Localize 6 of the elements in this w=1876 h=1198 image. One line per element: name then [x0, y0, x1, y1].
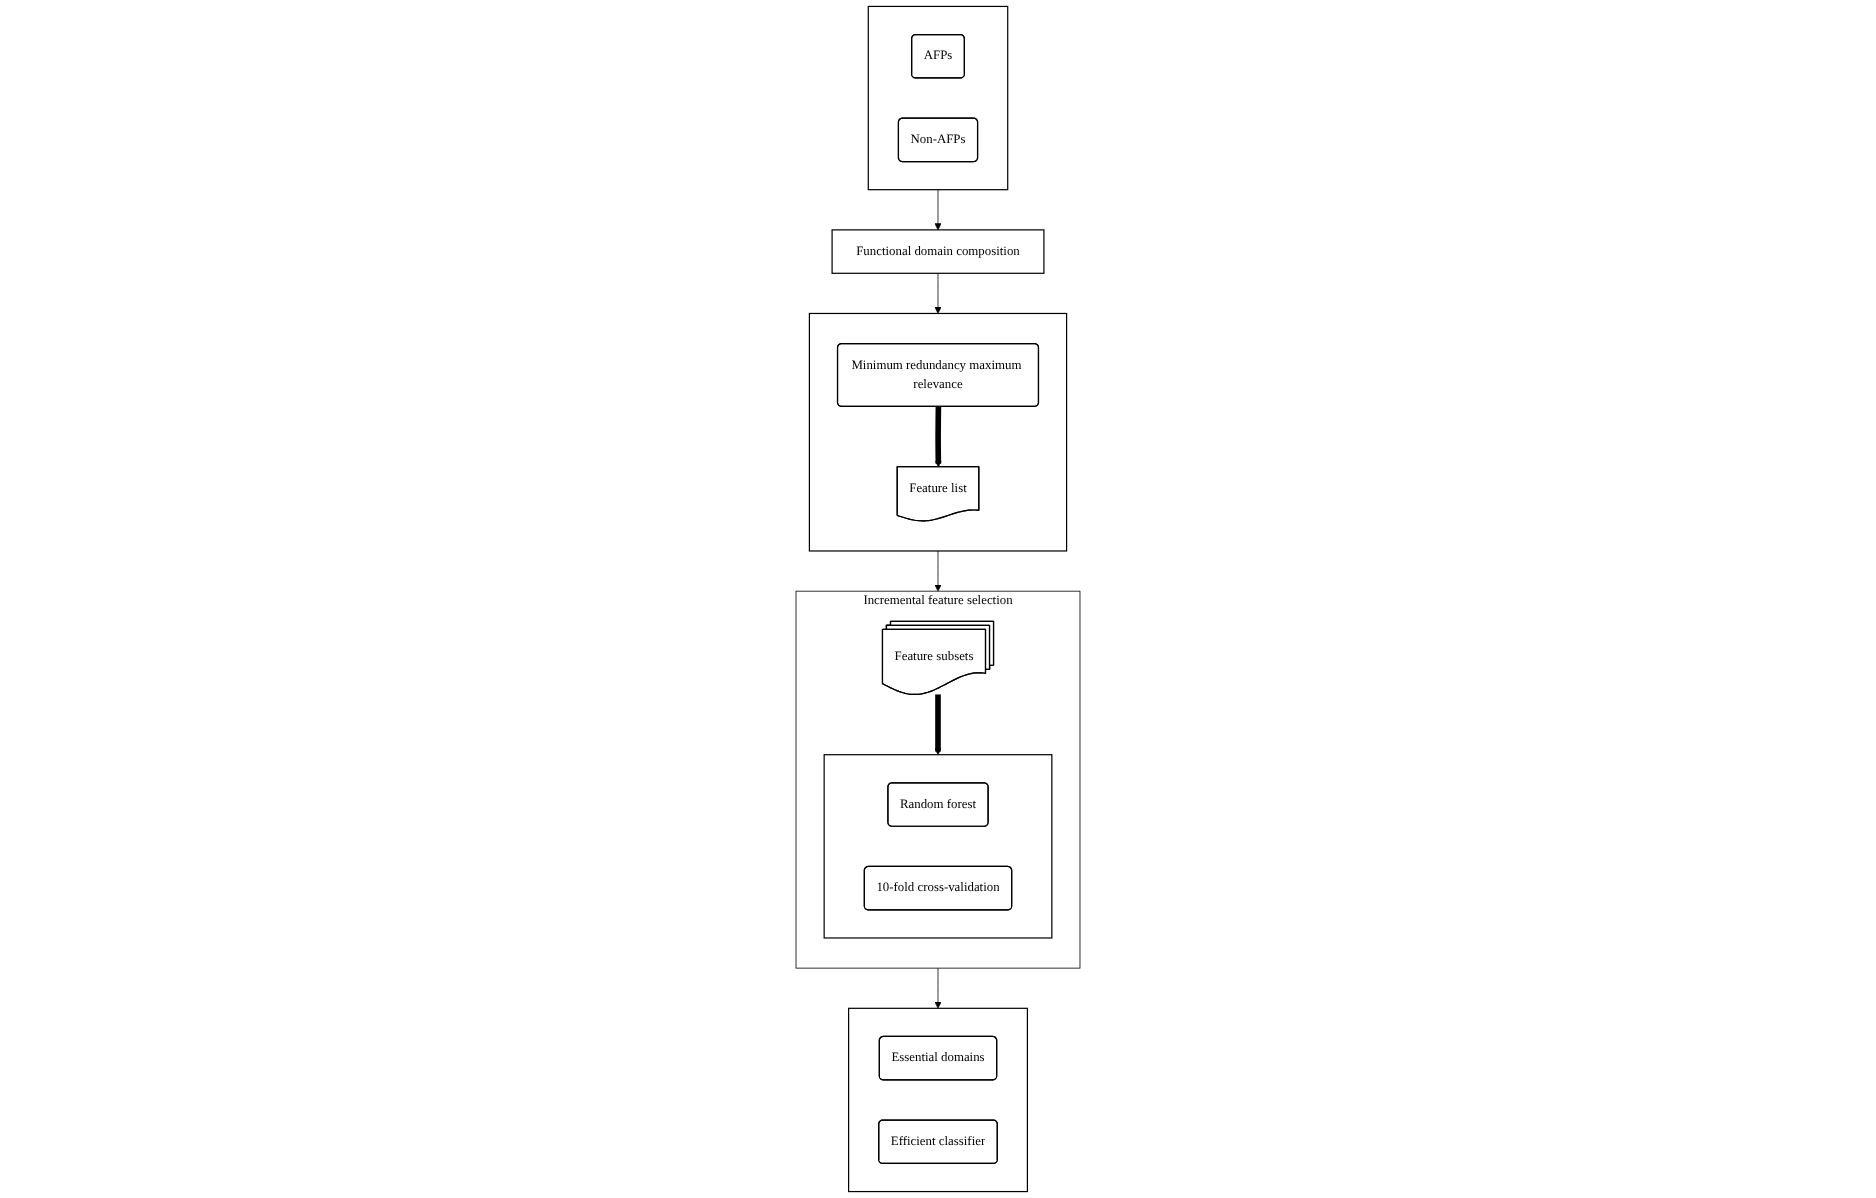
arrow [934, 406, 942, 468]
cluster [848, 1007, 1028, 1193]
arrow [934, 694, 942, 756]
cluster [808, 312, 1068, 552]
cluster [823, 754, 1053, 939]
cluster [867, 5, 1009, 191]
